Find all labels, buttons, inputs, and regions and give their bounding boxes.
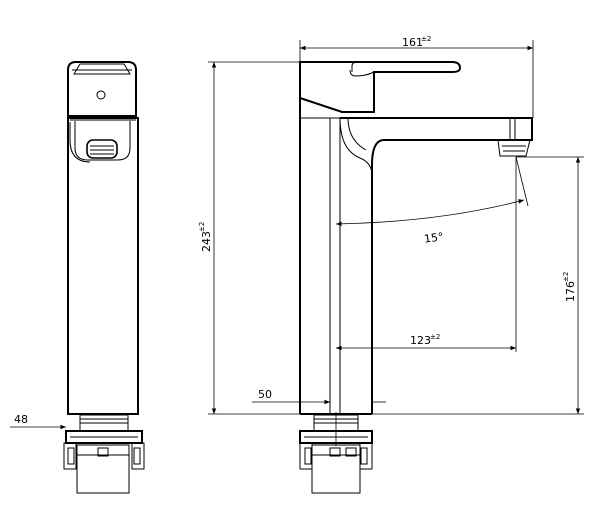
dimension-lines: 161 ±2 243 ±2 176 ±2 123 ±2 15° 50 xyxy=(198,35,584,415)
side-base-dimension: 50 xyxy=(258,388,272,401)
front-view: 48 xyxy=(10,61,145,494)
width-dimension: 161 xyxy=(402,36,423,49)
spout-height-dimension: 176 xyxy=(564,281,577,302)
height-dimension: 243 xyxy=(200,231,213,252)
angle-dimension: 15° xyxy=(423,230,444,246)
height-tolerance: ±2 xyxy=(198,222,206,232)
spout-height-tolerance: ±2 xyxy=(562,272,570,282)
reach-dimension: 123 xyxy=(410,334,431,347)
reach-tolerance: ±2 xyxy=(430,333,440,341)
front-base-dimension: 48 xyxy=(14,413,28,426)
width-tolerance: ±2 xyxy=(421,35,431,43)
side-view xyxy=(299,61,533,494)
